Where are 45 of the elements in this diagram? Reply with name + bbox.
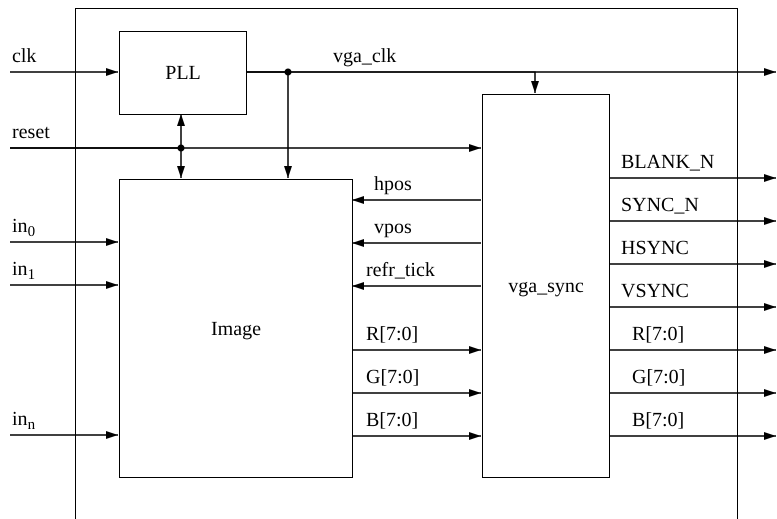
arrow (10, 281, 118, 289)
signal-label: B[7:0] (366, 410, 418, 430)
signal-label: R[7:0] (632, 324, 684, 344)
signal-label: in$_{1}$ (12, 259, 36, 279)
signal-label: G[7:0] (632, 367, 686, 387)
block-box (482, 94, 610, 478)
signal-label: B[7:0] (632, 410, 684, 430)
signal-label: G[7:0] (366, 367, 420, 387)
block-label: Image (211, 318, 261, 338)
signal-label: in$_{n}$ (12, 409, 36, 429)
arrow (352, 346, 481, 354)
signal-label: vpos (374, 217, 412, 237)
arrow (609, 303, 776, 311)
arrow (352, 196, 481, 204)
signal-label: hpos (374, 174, 412, 194)
block-label: vga_sync (508, 276, 584, 296)
signal-label: vga_clk (333, 46, 396, 66)
signal-label: HSYNC (621, 238, 689, 258)
arrow (609, 346, 776, 354)
arrow (10, 68, 118, 76)
arrow (609, 389, 776, 397)
signal-label: R[7:0] (366, 324, 418, 344)
arrow (246, 71, 539, 93)
signal-label: refr_tick (366, 260, 435, 280)
signal-label: SYNC_N (621, 195, 699, 215)
signal-label: VSYNC (621, 281, 689, 301)
block-box (119, 179, 353, 478)
block-box (119, 31, 247, 115)
arrow (609, 432, 776, 440)
enclosure-box (75, 8, 738, 519)
arrow (352, 239, 481, 247)
arrow (352, 432, 481, 440)
signal-label: clk (12, 46, 36, 66)
signal-label: in$_{0}$ (12, 216, 36, 236)
signal-label: BLANK_N (621, 152, 714, 172)
arrow (10, 147, 185, 178)
arrow (352, 282, 481, 290)
arrow (352, 389, 481, 397)
arrow (609, 260, 776, 268)
arrow (609, 217, 776, 225)
block-label: PLL (165, 63, 201, 83)
signal-label: reset (12, 122, 50, 142)
arrow (10, 238, 118, 246)
arrow (609, 174, 776, 182)
arrow (10, 431, 118, 439)
